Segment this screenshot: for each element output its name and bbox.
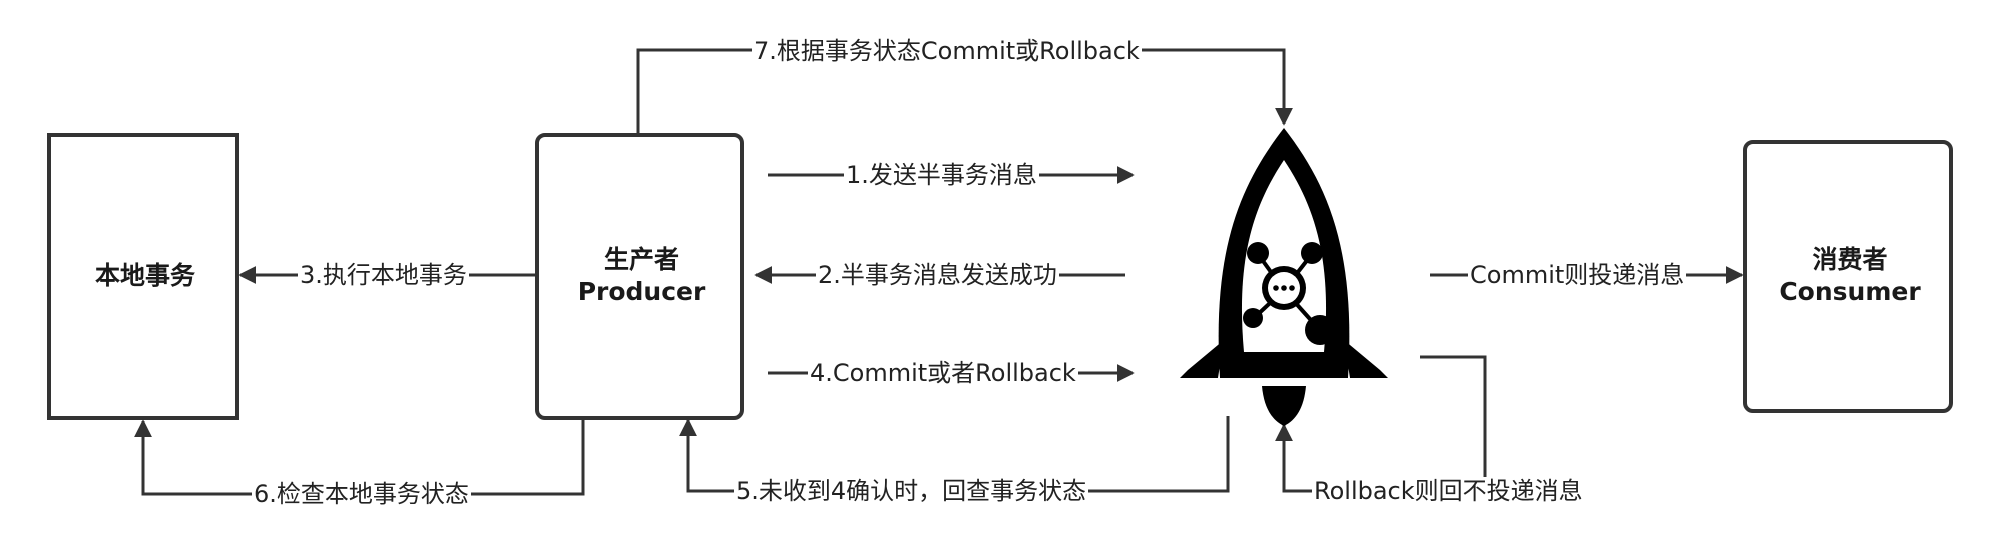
consumer-box [1743, 140, 1953, 413]
label-step1: 1.发送半事务消息 [844, 161, 1039, 189]
local-tx-title: 本地事务 [49, 260, 241, 292]
label-step6: 6.检查本地事务状态 [252, 480, 471, 508]
label-rollback: Rollback则回不投递消息 [1312, 477, 1585, 505]
label-step7: 7.根据事务状态Commit或Rollback [752, 37, 1142, 65]
label-commit-deliver: Commit则投递消息 [1468, 261, 1687, 289]
label-step2: 2.半事务消息发送成功 [816, 261, 1059, 289]
consumer-title: 消费者 Consumer [1745, 244, 1955, 308]
label-step3: 3.执行本地事务 [298, 261, 469, 289]
rocket-icon [1180, 128, 1388, 426]
label-step4: 4.Commit或者Rollback [808, 359, 1078, 387]
producer-title-cn: 生产者 [603, 245, 679, 274]
label-step5: 5.未收到4确认时，回查事务状态 [734, 477, 1089, 505]
consumer-title-en: Consumer [1779, 277, 1921, 306]
local-tx-box [47, 133, 239, 420]
producer-title: 生产者 Producer [537, 244, 746, 308]
consumer-title-cn: 消费者 [1812, 245, 1888, 274]
producer-title-en: Producer [577, 277, 706, 306]
local-tx-title-text: 本地事务 [94, 261, 195, 290]
